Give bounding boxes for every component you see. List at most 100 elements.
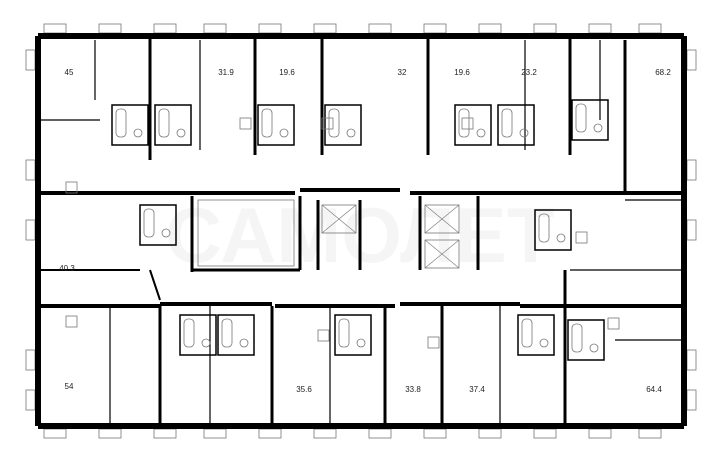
- bathtub-icon: [538, 213, 550, 243]
- toilet-icon: [556, 233, 566, 243]
- window: [203, 23, 227, 34]
- toilet-icon: [589, 343, 599, 353]
- window: [153, 428, 177, 439]
- stove-icon: [65, 315, 78, 328]
- stove-icon: [575, 231, 588, 244]
- window: [153, 23, 177, 34]
- bathroom: [454, 104, 492, 146]
- bathroom: [497, 104, 535, 146]
- toilet-icon: [519, 128, 529, 138]
- stove-icon: [65, 181, 78, 194]
- window: [686, 389, 697, 411]
- apartment-area-label: 45: [65, 68, 74, 77]
- window: [313, 23, 337, 34]
- partitions: [38, 40, 684, 426]
- bathroom: [567, 319, 605, 361]
- bathroom: [257, 104, 295, 146]
- stove-icon: [607, 317, 620, 330]
- window: [588, 23, 612, 34]
- bathroom: [111, 104, 149, 146]
- window: [423, 23, 447, 34]
- area-labels: 45 31.9 19.6 32 19.6 23.2 68.2 40.3 54 3…: [59, 68, 671, 394]
- stove-icon: [321, 117, 334, 130]
- window: [368, 23, 392, 34]
- window: [43, 23, 67, 34]
- toilet-icon: [593, 123, 603, 133]
- stove-icon: [461, 117, 474, 130]
- toilet-icon: [279, 128, 289, 138]
- bathroom: [534, 209, 572, 251]
- window: [638, 23, 662, 34]
- bathtub-icon: [115, 108, 127, 138]
- elevator-icon: [424, 239, 460, 269]
- walls: [35, 33, 687, 429]
- toilet-icon: [176, 128, 186, 138]
- bathtub-icon: [501, 108, 513, 138]
- toilet-icon: [356, 338, 366, 348]
- window: [98, 23, 122, 34]
- window: [98, 428, 122, 439]
- apartment-area-label: 54: [65, 382, 74, 391]
- elevator-icon: [424, 204, 460, 234]
- elevator-cross: [321, 204, 357, 234]
- bathroom: [139, 204, 177, 246]
- window: [686, 49, 697, 71]
- toilet-icon: [161, 228, 171, 238]
- bathtub-icon: [221, 318, 233, 348]
- bathtub-icon: [521, 318, 533, 348]
- bathtub-icon: [458, 108, 470, 138]
- bathroom: [217, 314, 255, 356]
- window: [25, 159, 36, 181]
- window: [258, 428, 282, 439]
- window: [638, 428, 662, 439]
- bathroom: [179, 314, 217, 356]
- apartment-area-label: 68.2: [655, 68, 671, 77]
- window: [588, 428, 612, 439]
- window: [478, 23, 502, 34]
- bathtub-icon: [158, 108, 170, 138]
- window: [43, 428, 67, 439]
- bathtub-icon: [328, 108, 340, 138]
- toilet-icon: [239, 338, 249, 348]
- bathroom: [154, 104, 192, 146]
- apartment-area-label: 32: [398, 68, 407, 77]
- bathtub-icon: [143, 208, 155, 238]
- bathroom: [517, 314, 555, 356]
- bathroom: [334, 314, 372, 356]
- stove-icon: [317, 329, 330, 342]
- apartment-area-label: 64.4: [646, 385, 662, 394]
- bathtub-icon: [571, 323, 583, 353]
- bathroom: [571, 99, 609, 141]
- window: [686, 219, 697, 241]
- apartment-area-label: 35.6: [296, 385, 312, 394]
- toilet-icon: [476, 128, 486, 138]
- window: [686, 159, 697, 181]
- apartment-area-label: 37.4: [469, 385, 485, 394]
- window: [25, 219, 36, 241]
- toilet-icon: [133, 128, 143, 138]
- apartment-area-label: 40.3: [59, 264, 75, 273]
- apartment-area-label: 19.6: [454, 68, 470, 77]
- apartment-area-label: 33.8: [405, 385, 421, 394]
- window: [313, 428, 337, 439]
- window: [686, 349, 697, 371]
- bathtub-icon: [338, 318, 350, 348]
- bathtub-icon: [575, 103, 587, 133]
- toilet-icon: [346, 128, 356, 138]
- stairs-icon: [197, 199, 295, 267]
- toilet-icon: [539, 338, 549, 348]
- window: [478, 428, 502, 439]
- window: [203, 428, 227, 439]
- window: [533, 23, 557, 34]
- window: [25, 389, 36, 411]
- stove-icon: [239, 117, 252, 130]
- elevator-cross: [424, 204, 460, 234]
- elevator-icon: [321, 204, 357, 234]
- bathtub-icon: [261, 108, 273, 138]
- window: [25, 49, 36, 71]
- apartment-area-label: 31.9: [218, 68, 234, 77]
- apartment-area-label: 19.6: [279, 68, 295, 77]
- window: [533, 428, 557, 439]
- bathtub-icon: [183, 318, 195, 348]
